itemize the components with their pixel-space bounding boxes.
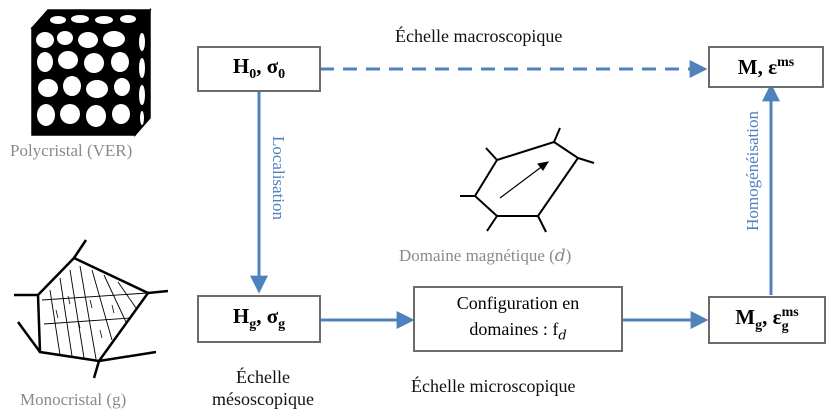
label-micro-scale: Échelle microscopique	[411, 376, 576, 396]
label-homogenisation: Homogénéisation	[743, 111, 762, 231]
box-domain-configuration: Configuration en domaines : f𝑑	[413, 286, 623, 352]
hg-sigmag-formula: Hg, σg	[232, 304, 286, 333]
meso-scale-line1: Échelle	[236, 367, 290, 387]
label-macro-scale: Échelle macroscopique	[395, 26, 563, 46]
label-magnetic-domain: Domaine magnétique (𝑑)	[399, 246, 572, 265]
polycrystal-cube-illustration	[30, 7, 152, 137]
box-hg-sigmag: Hg, σg	[197, 295, 321, 343]
label-localisation: Localisation	[269, 136, 288, 221]
monocrystal-grain-illustration	[14, 239, 169, 379]
config-line2: domaines : f𝑑	[469, 318, 567, 343]
label-meso-scale: Échelle mésoscopique	[205, 366, 321, 410]
magnetic-domain-illustration	[460, 127, 595, 233]
box-m-epsilon: M, εms	[708, 46, 824, 88]
m-epsilon-formula: M, εms	[737, 54, 795, 79]
label-monocrystal: Monocristal (g)	[20, 390, 127, 409]
h0-sigma0-formula: H0, σ0	[232, 54, 286, 83]
meso-scale-line2: mésoscopique	[212, 389, 314, 409]
label-polycrystal: Polycristal (VER)	[10, 141, 133, 160]
config-line1: Configuration en	[456, 292, 580, 313]
box-h0-sigma0: H0, σ0	[197, 46, 321, 92]
